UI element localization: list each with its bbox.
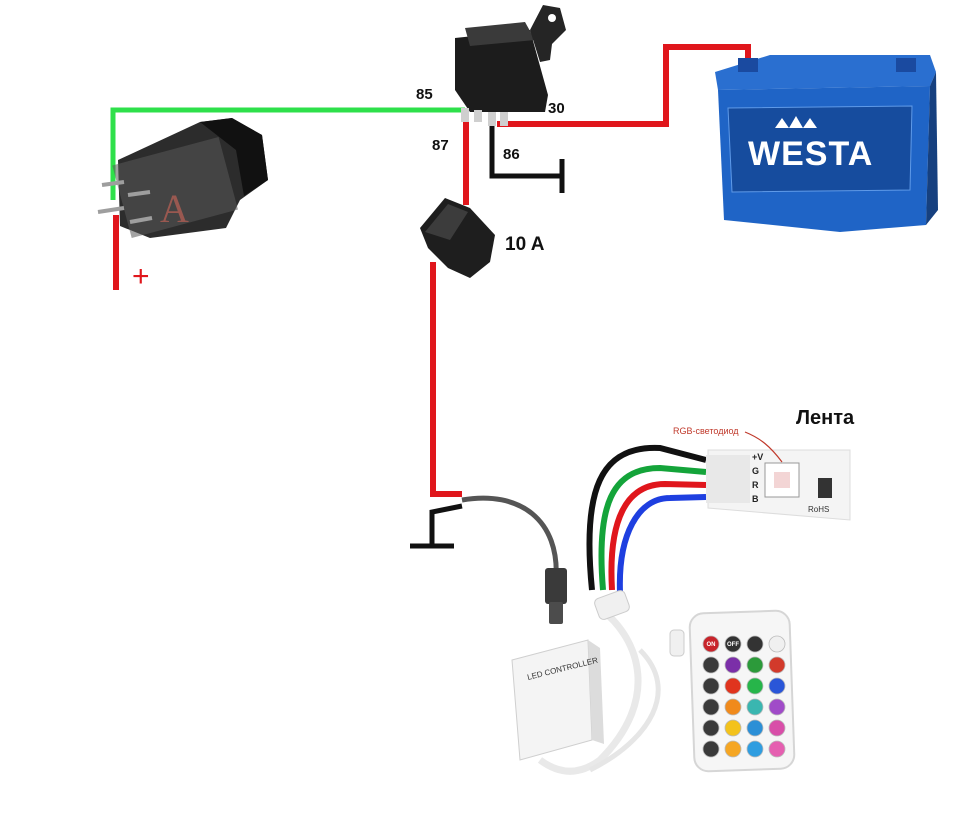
remote-button: [768, 635, 786, 653]
remote-button: [746, 677, 764, 695]
remote-button: [746, 719, 764, 737]
strip-title: Лента: [796, 407, 855, 429]
pin-30-label: 30: [548, 100, 565, 117]
remote-button: [768, 719, 786, 737]
strip-g-label: G: [752, 466, 759, 476]
strip-resistor: [818, 478, 832, 498]
controller-output-cable: [537, 607, 642, 775]
switch-pin-3: [127, 190, 151, 197]
remote-button: [702, 740, 720, 758]
black-wire-ground-controller: [429, 503, 463, 546]
led-strip: [706, 431, 851, 521]
remote-button: [724, 656, 742, 674]
relay: [455, 5, 566, 126]
remote-button: [702, 698, 720, 716]
plus-sign: +: [132, 260, 150, 293]
controller-box: [511, 639, 593, 761]
black-wire-ground-86: [489, 125, 562, 179]
green-wire: [110, 107, 465, 200]
fuse-holder: [420, 198, 495, 278]
rgb-wire-red: [608, 480, 707, 591]
battery-top: [715, 55, 936, 90]
remote-button: [746, 635, 764, 653]
remote-off-label: OFF: [727, 642, 739, 648]
remote-button: [702, 677, 720, 695]
switch-pin-4: [129, 216, 153, 224]
switch-pin-2: [97, 206, 125, 214]
remote-button: [746, 740, 764, 758]
fuse-label: 10 A: [505, 234, 545, 255]
switch-bezel: [200, 118, 268, 196]
remote-button: [768, 656, 786, 674]
remote-button: [768, 698, 786, 716]
remote-button: [724, 698, 742, 716]
remote-button: [702, 656, 720, 674]
barrel-plug-tip: [549, 602, 563, 624]
red-wire-feed: [430, 262, 462, 497]
rgb-wire-black: [586, 444, 707, 591]
red-wire-battery: [497, 44, 751, 127]
ir-receiver: [669, 629, 685, 657]
rocker-switch: A: [97, 118, 268, 238]
pin-87-label: 87: [432, 137, 449, 154]
ir-cable: [588, 648, 661, 773]
remote-button-grid: ON OFF: [702, 635, 786, 758]
controller-connector: [594, 590, 630, 620]
relay-bracket-hole: [548, 14, 556, 22]
controller-input-cable: [461, 495, 559, 581]
pin-86-label: 86: [503, 146, 520, 163]
ir-remote: ON OFF: [688, 609, 796, 773]
switch-watermark: A: [160, 186, 189, 231]
remote-on-label: ON: [707, 642, 716, 648]
remote-button: [746, 698, 764, 716]
remote-button: [724, 635, 742, 653]
rgb-wire-blue: [616, 494, 707, 593]
pin-85-label: 85: [416, 86, 433, 103]
relay-pin-85: [461, 108, 469, 122]
remote-button: [768, 740, 786, 758]
rgb-wire-green: [598, 464, 707, 591]
fuse-cap: [425, 204, 468, 240]
controller-box-side: [588, 640, 604, 744]
rgb-led-label: RGB-светодиод: [673, 426, 739, 436]
strip-connector-pads: [706, 455, 750, 503]
switch-pin-1: [101, 180, 125, 187]
remote-button: [702, 719, 720, 737]
battery-brand: WESTA: [748, 135, 873, 173]
battery-side: [926, 72, 938, 225]
strip-b-label: B: [752, 494, 759, 504]
wires: [110, 44, 751, 775]
relay-pin-86: [488, 112, 496, 126]
relay-bracket: [530, 5, 566, 62]
rohs-label: RoHS: [808, 505, 829, 514]
battery-terminal-minus: [896, 58, 916, 72]
strip-plus-label: +V: [752, 452, 763, 462]
remote-button: [768, 677, 786, 695]
relay-body: [455, 30, 548, 112]
remote-button: [746, 656, 764, 674]
remote-button: [724, 719, 742, 737]
remote-button: [702, 635, 720, 653]
battery-terminal-plus: [738, 58, 758, 72]
remote-button: [724, 677, 742, 695]
strip-r-label: R: [752, 480, 759, 490]
relay-pin-87: [474, 110, 482, 122]
remote-button: [724, 740, 742, 758]
rgb-led-pointer: [744, 431, 783, 463]
led-controller: LED CONTROLLER: [511, 568, 685, 761]
rgb-led-die: [774, 472, 790, 488]
relay-pin-30: [500, 112, 508, 126]
relay-top: [465, 22, 535, 46]
barrel-plug: [545, 568, 567, 604]
battery: WESTA: [715, 55, 938, 232]
switch-body: [112, 137, 238, 238]
battery-label-band: [727, 105, 913, 193]
battery-crown-icon: [775, 116, 817, 128]
